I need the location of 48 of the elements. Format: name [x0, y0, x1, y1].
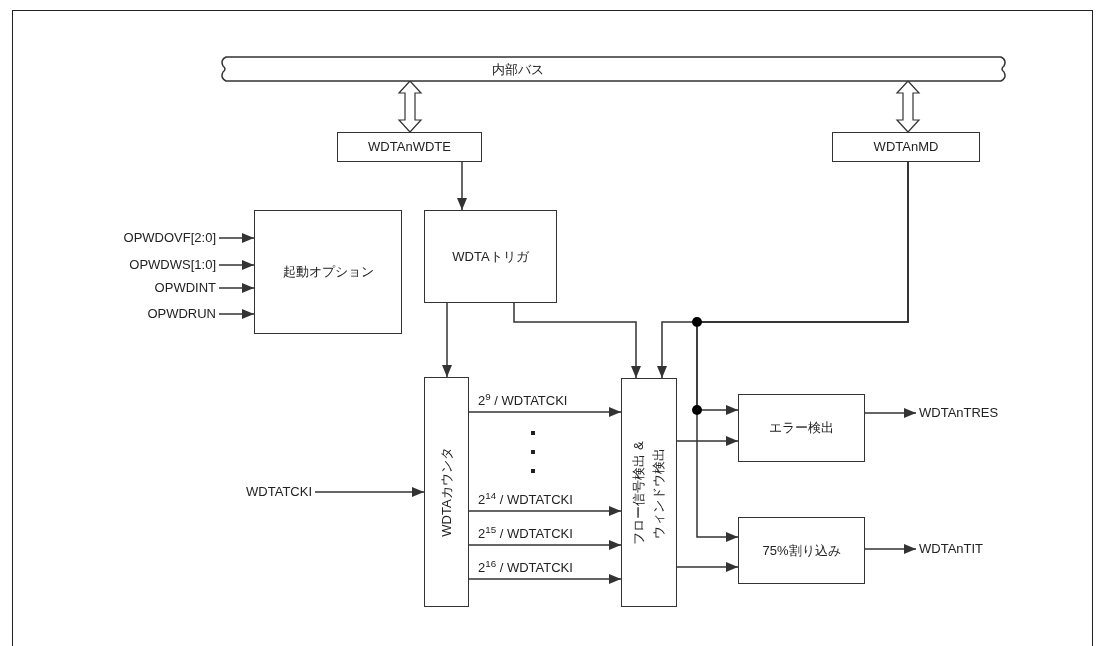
- bidirectional-bus-arrow: [895, 80, 921, 133]
- signal-name: OPWDOVF[2:0]: [100, 229, 216, 247]
- arrow: [468, 506, 622, 516]
- arrow: [676, 436, 739, 446]
- arrow: [676, 562, 739, 572]
- bus-label: 内部バス: [492, 61, 544, 79]
- arrow: [864, 544, 917, 554]
- arrow: [468, 540, 622, 550]
- arrow: [468, 574, 622, 584]
- arrow: [457, 161, 467, 211]
- block-label: 起動オプション: [282, 263, 374, 282]
- block-label: WDTAnWDTE: [368, 138, 451, 157]
- block-label: WDTAnMD: [873, 138, 939, 157]
- edge-label: 2$^{16}$ / WDTATCKI: [478, 560, 573, 576]
- arrow: [864, 408, 917, 418]
- trigger-block: [424, 210, 557, 303]
- arrow: [218, 309, 255, 319]
- arrow: [218, 233, 255, 243]
- signal-name: WDTAnTRES: [919, 404, 1019, 422]
- edge-label: 2$^{14}$ / WDTATCKI: [478, 492, 573, 508]
- block-label: 75%割り込み: [762, 541, 841, 560]
- interrupt-block: [738, 517, 865, 584]
- arrow: [513, 302, 641, 379]
- arrow: [696, 161, 909, 542]
- signal-name: OPWDRUN: [100, 305, 216, 323]
- arrow: [218, 283, 255, 293]
- bidirectional-bus-arrow: [397, 80, 423, 133]
- option-block: [254, 210, 402, 334]
- bus-band: [222, 57, 1005, 81]
- register-box: [832, 132, 980, 162]
- arrow: [468, 407, 622, 417]
- block-label: エラー検出: [769, 419, 834, 438]
- edge-label: 2$^{15}$ / WDTATCKI: [478, 526, 573, 542]
- detector-block: [621, 378, 677, 607]
- signal-name: OPWDINT: [100, 279, 216, 297]
- signal-name: WDTATCKI: [200, 483, 312, 501]
- signal-name: OPWDWS[1:0]: [100, 256, 216, 274]
- signal-name: WDTAnTIT: [919, 540, 1019, 558]
- counter-block: [424, 377, 469, 607]
- block-label: WDTAカウンタ: [437, 447, 455, 537]
- block-label: フロー信号検出 & ウィンドウ検出: [630, 439, 667, 547]
- block-label: WDTAトリガ: [452, 247, 529, 266]
- error-detect-block: [738, 394, 865, 462]
- register-box: [337, 132, 482, 162]
- arrow: [218, 260, 255, 270]
- arrow: [314, 487, 425, 497]
- arrow: [442, 302, 452, 378]
- edge-label: 2$^{9}$ / WDTATCKI: [478, 393, 568, 409]
